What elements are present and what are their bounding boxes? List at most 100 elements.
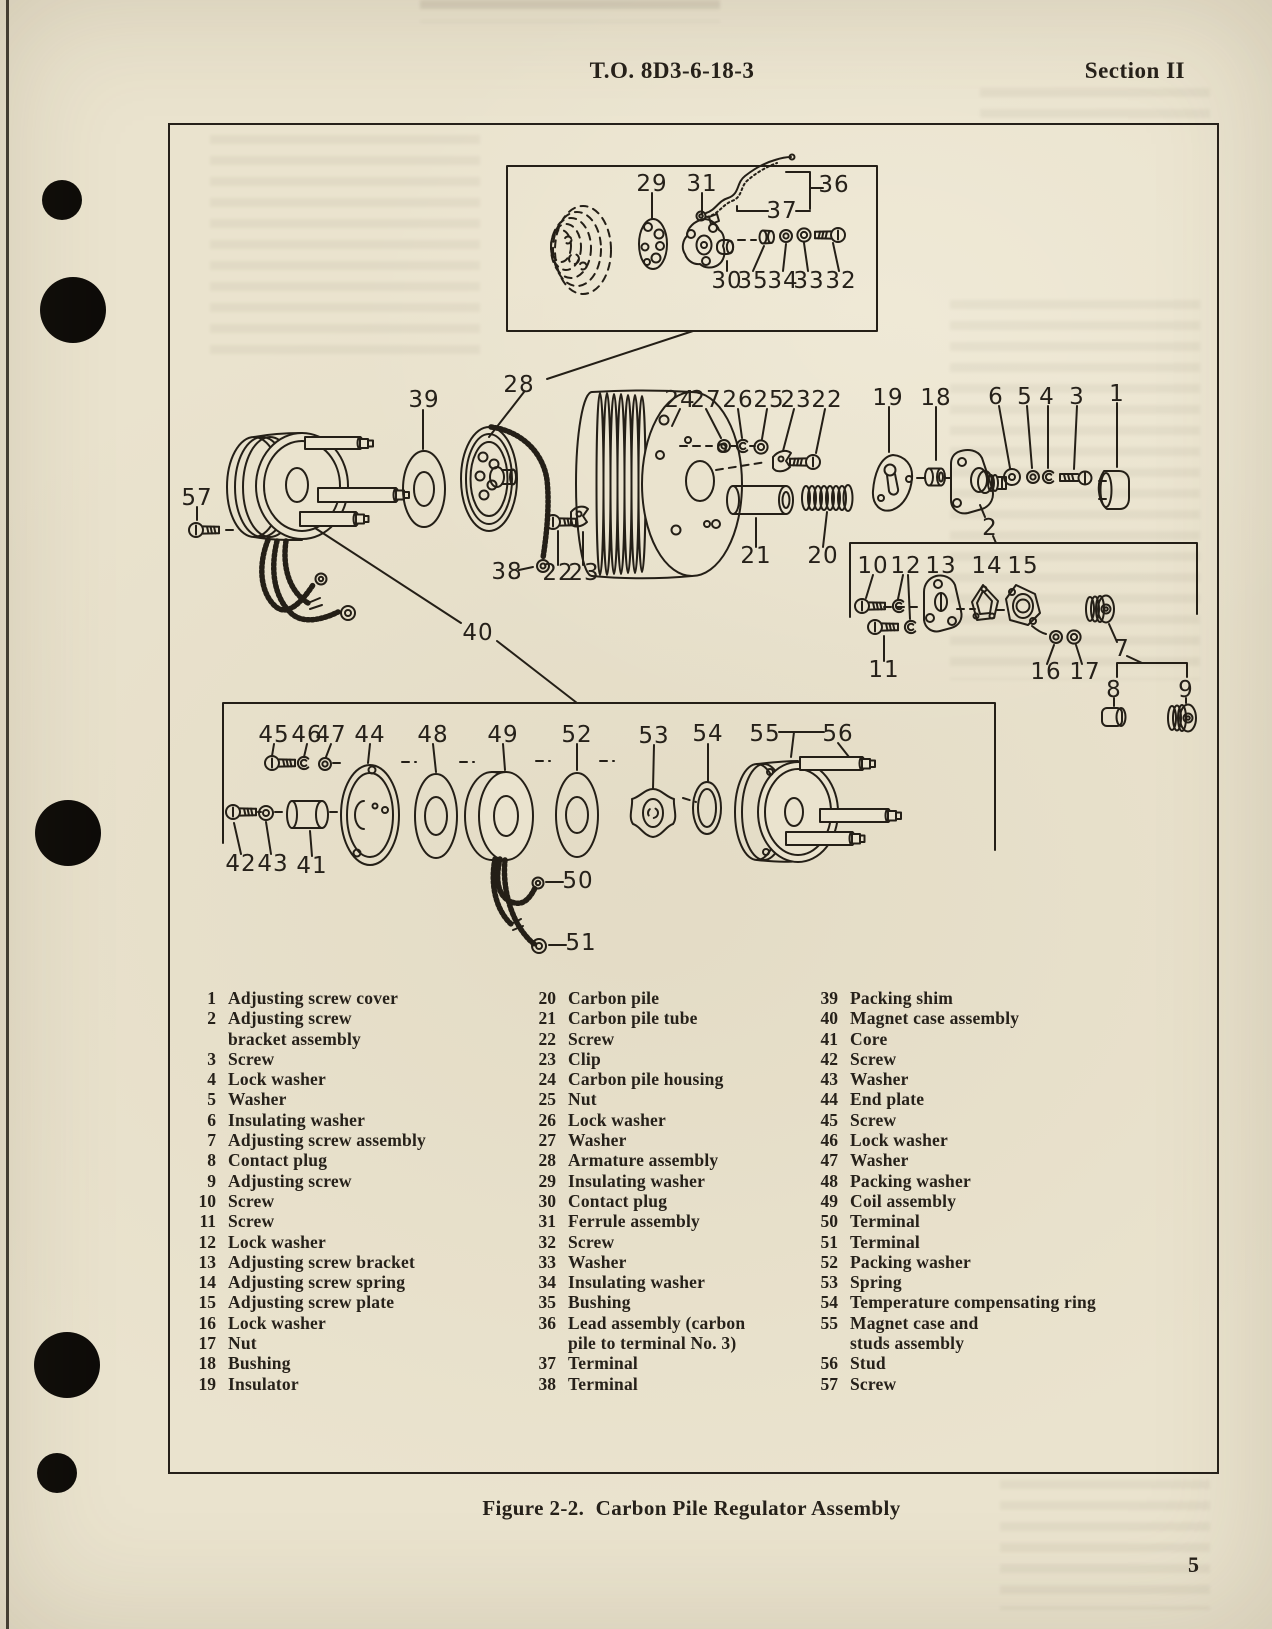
punch-mark [34,1332,100,1398]
part-callout: 54 [692,721,723,747]
figure-caption: Figure 2-2. Carbon Pile Regulator Assemb… [482,1496,901,1520]
page-number: 5 [1188,1552,1199,1577]
figure-frame [168,123,1219,1474]
part-callout: 43 [257,851,288,877]
part-callout: 38 [491,559,522,585]
part-callout: 18 [920,385,951,411]
part-callout: 36 [818,172,849,198]
parts-list-item: pile to terminal No. 3) [568,1333,737,1354]
part-callout: 41 [296,853,327,879]
part-callout: 20 [807,543,838,569]
part-callout: 11 [868,657,899,683]
part-callout: 52 [561,722,592,748]
part-callout: 13 [925,553,956,579]
doc-number: T.O. 8D3-6-18-3 [589,58,755,83]
part-callout: 27 [690,387,721,413]
part-callout: 8 [1106,677,1122,703]
parts-list-item: studs assembly [850,1333,965,1354]
part-callout: 57 [181,485,212,511]
punch-mark [40,277,106,343]
part-callout: 45 [258,722,289,748]
part-callout: 22 [811,387,842,413]
part-callout: 31 [686,171,717,197]
part-callout: 1 [1109,381,1125,407]
part-callout: 49 [487,722,518,748]
part-callout: 48 [417,722,448,748]
part-callout: 37 [766,198,797,224]
part-callout: 29 [636,171,667,197]
part-callout: 28 [503,372,534,398]
part-callout: 17 [1069,659,1100,685]
part-callout: 21 [740,543,771,569]
part-callout: 24 [664,387,695,413]
part-callout: 56 [822,721,853,747]
part-callout: 51 [565,930,596,956]
part-callout: 50 [562,868,593,894]
part-callout: 33 [793,268,824,294]
parts-list-item: bracket assembly [228,1028,361,1049]
part-callout: 16 [1030,659,1061,685]
part-callout: 6 [988,384,1004,410]
part-callout: 2 [982,515,998,541]
part-callout: 4 [1039,384,1055,410]
section-label: Section II [1084,58,1185,83]
part-callout: 44 [354,722,385,748]
part-callout: 12 [890,553,921,579]
punch-mark [35,800,101,866]
part-callout: 47 [315,722,346,748]
part-callout: 39 [408,387,439,413]
part-callout: 15 [1007,553,1038,579]
scan-edge-line [6,0,9,1629]
